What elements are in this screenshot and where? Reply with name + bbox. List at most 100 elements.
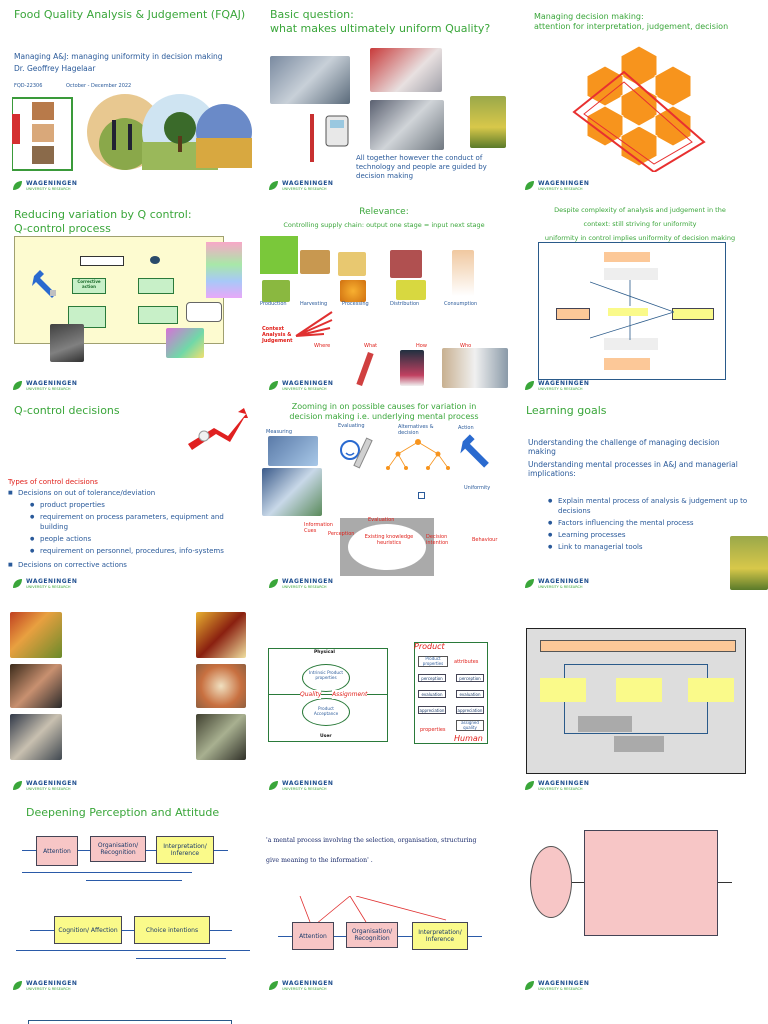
label-intention: Decision intention [426, 534, 449, 546]
book-photo [470, 96, 506, 148]
machine-photo [370, 100, 444, 150]
arrow-2 [334, 936, 346, 937]
wur-logo: WAGENINGEN UNIVERSITY & RESEARCH [268, 980, 348, 992]
book-photo [730, 536, 768, 590]
measuring-photo-1 [268, 436, 318, 466]
arrow-1 [22, 850, 36, 851]
funnel-lines [590, 280, 674, 340]
funnel-box-left [556, 308, 590, 320]
slide-1-code: FQD-22306 [14, 83, 43, 89]
measuring-photo-2 [262, 468, 322, 516]
red-arrow-figure [188, 408, 248, 450]
box-attention: Attention [292, 922, 334, 950]
processing-photo [338, 252, 366, 276]
control-box-output [186, 302, 222, 322]
wur-logo: WAGENINGEN UNIVERSITY & RESEARCH [268, 380, 348, 392]
wur-logo: WAGENINGEN UNIVERSITY & RESEARCH [524, 578, 604, 590]
types-heading: Types of control decisions [8, 478, 98, 486]
label-physical: Physical [314, 650, 335, 655]
large-pink-box [584, 830, 718, 936]
stage-box-1 [540, 678, 586, 702]
slide-6-line1: Despite complexity of analysis and judge… [554, 206, 726, 214]
wrench-icon [32, 270, 56, 298]
grey-box-2 [614, 736, 664, 752]
quality-diagram-panel [268, 648, 388, 742]
slide-14: 'a mental process involving the selectio… [256, 800, 512, 996]
slide-5-subtitle: Controlling supply chain: output one sta… [283, 221, 485, 229]
arrow-fan-icon [295, 311, 333, 337]
slide-3-title: Managing decision making: attention for … [534, 12, 729, 31]
label-properties: properties [420, 727, 446, 733]
row-appreciation-left: appreciation [418, 706, 446, 714]
box-cognition: Cognition/ Affection [54, 916, 122, 944]
label-product-props: Product properties [418, 656, 448, 667]
label-quality: Quality [300, 690, 322, 699]
slide-1-subtitle: Managing A&J: managing uniformity in dec… [14, 52, 223, 61]
goal-bullets: Explain mental process of analysis & jud… [548, 496, 748, 552]
wur-logo: WAGENINGEN UNIVERSITY & RESEARCH [12, 780, 92, 792]
funnel-box-bottom2 [604, 358, 650, 370]
slide-10: WAGENINGEN UNIVERSITY & RESEARCH [0, 600, 256, 796]
small-square-node [418, 492, 425, 499]
label-acceptance: Product Acceptance [313, 706, 339, 716]
fruit-market-photo [10, 612, 62, 658]
lab-photo [370, 48, 442, 92]
lab-workers-photo [442, 348, 508, 388]
question-how: How [416, 343, 427, 349]
funnel-box-bottom [604, 338, 658, 350]
funnel-box-top2 [604, 268, 658, 280]
slide-1-collage [12, 94, 252, 171]
slide-1: Food Quality Analysis & Judgement (FQAJ)… [0, 0, 256, 196]
arrow-4 [214, 850, 228, 851]
consumer-photo [452, 250, 474, 296]
goal-p1: Understanding the challenge of managing … [528, 438, 720, 456]
row-evaluation-left: evaluation [418, 690, 446, 698]
meeting-photo [10, 714, 62, 760]
slide-5-title: Relevance: [359, 207, 409, 217]
control-box-low-left [68, 306, 106, 328]
slide-9-title: Learning goals [526, 404, 607, 417]
arrow-3 [146, 850, 156, 851]
slide-2-caption: All together however the conduct of tech… [356, 154, 487, 180]
arrow-box-out [718, 882, 732, 883]
stage-harvesting: Harvesting [300, 301, 328, 307]
stage-distribution: Distribution [390, 301, 420, 307]
book-cover-photo [400, 350, 424, 386]
decision-list: Decisions on out of tolerance/deviation [8, 488, 248, 498]
label-action: Action [458, 425, 474, 431]
orange-photo [340, 280, 366, 302]
red-arrows [299, 896, 447, 925]
fruit-photo [396, 280, 426, 300]
slide-13: Deepening Perception and Attitude Attent… [0, 800, 256, 996]
wur-logo: WAGENINGEN UNIVERSITY & RESEARCH [524, 380, 604, 392]
control-box-top [80, 256, 124, 266]
slide-3: Managing decision making: attention for … [512, 0, 768, 196]
wur-logo: WAGENINGEN UNIVERSITY & RESEARCH [524, 180, 604, 192]
green-note [260, 236, 298, 274]
smiley-icon [340, 437, 373, 469]
top-bar-box [540, 640, 736, 652]
long-arrow-4 [136, 958, 226, 959]
factory-photo [270, 56, 350, 104]
slide-15: WAGENINGEN UNIVERSITY & RESEARCH [512, 800, 768, 996]
food-plate-photo [196, 664, 246, 708]
question-where: Where [314, 343, 331, 349]
label-behaviour: Behaviour [472, 537, 498, 543]
stage-box-2 [616, 678, 662, 702]
goal-p2: Understanding mental processes in A&J an… [528, 460, 738, 478]
wur-logo: WAGENINGEN UNIVERSITY & RESEARCH [12, 180, 92, 192]
label-intrinsic: Intrinsic Product properties [309, 670, 343, 680]
slide-1-period: October - December 2022 [66, 83, 132, 89]
wrench-icon [460, 434, 489, 468]
context-label: Context Analysis & Judgement [262, 326, 293, 344]
row-perception-right: perception [456, 674, 484, 682]
mental-process-inner [348, 524, 426, 570]
wur-logo: WAGENINGEN UNIVERSITY & RESEARCH [12, 578, 92, 590]
label-product: Product [414, 642, 445, 651]
bullet-out-of-tolerance: Decisions on out of tolerance/deviation [8, 488, 248, 498]
label-info-cues: Information Cues [304, 522, 333, 534]
label-measuring: Measuring [266, 429, 293, 435]
drinks-photo [196, 612, 246, 658]
slide-4: Reducing variation by Q control: Q-contr… [0, 200, 256, 396]
q-control-panel [14, 236, 224, 344]
